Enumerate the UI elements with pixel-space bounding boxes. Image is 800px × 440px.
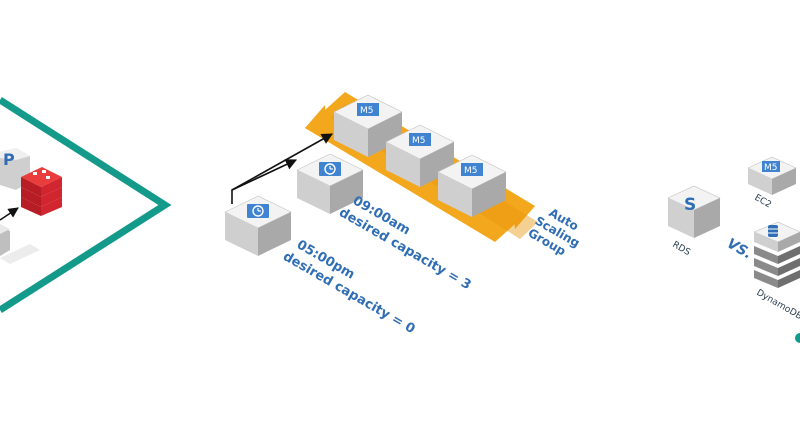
rds-box: S xyxy=(667,185,721,238)
database-icon xyxy=(768,225,778,237)
teal-marker xyxy=(795,333,800,343)
rds-icon: S xyxy=(684,195,696,215)
schedule-arrows xyxy=(231,133,333,204)
ec2-box: M5 xyxy=(747,156,797,195)
asg-instance-3: M5 xyxy=(437,154,507,217)
arrow-to-asg xyxy=(231,133,333,191)
left-arrow xyxy=(0,207,19,221)
ec2-label: EC2 xyxy=(753,193,773,211)
instance-chip-icon xyxy=(357,103,379,116)
ec2-chip xyxy=(762,161,780,172)
asg-instance-1: M5 xyxy=(333,94,403,157)
schedule-box-morning xyxy=(296,153,364,214)
partial-bottom-box xyxy=(0,224,40,264)
redis-icon xyxy=(21,167,62,216)
dynamodb-label: DynamoDB xyxy=(755,288,800,322)
vs-label: VS. xyxy=(724,236,755,263)
schedule-boxes xyxy=(224,153,364,256)
asg-instance-2: M5 xyxy=(385,124,455,187)
schedule-box-evening xyxy=(224,195,292,256)
rds-label: RDS xyxy=(671,240,693,258)
ec2-chip-label: M5 xyxy=(764,163,778,173)
asg-label: Auto Scaling Group xyxy=(526,205,583,258)
orange-arrowhead-right xyxy=(512,196,535,229)
comparison-panel: S RDS M5 EC2 VS. xyxy=(667,156,800,343)
instance-type-label: M5 xyxy=(360,106,374,116)
morning-capacity: desired capacity = 3 xyxy=(336,205,473,293)
teal-boundary xyxy=(0,97,172,313)
instance-type-label: M5 xyxy=(464,166,478,176)
partial-letter: P xyxy=(3,150,15,169)
clock-icon xyxy=(247,204,269,218)
dynamodb-icon xyxy=(753,221,800,288)
left-panel: P xyxy=(0,97,172,313)
arrow-to-morning xyxy=(231,159,298,204)
instance-chip-icon xyxy=(409,133,431,146)
evening-capacity: desired capacity = 0 xyxy=(280,249,417,337)
orange-arrowhead-left xyxy=(305,105,327,140)
instance-chip-icon xyxy=(461,163,483,176)
instance-type-label: M5 xyxy=(412,136,426,146)
clock-icon xyxy=(319,162,341,176)
